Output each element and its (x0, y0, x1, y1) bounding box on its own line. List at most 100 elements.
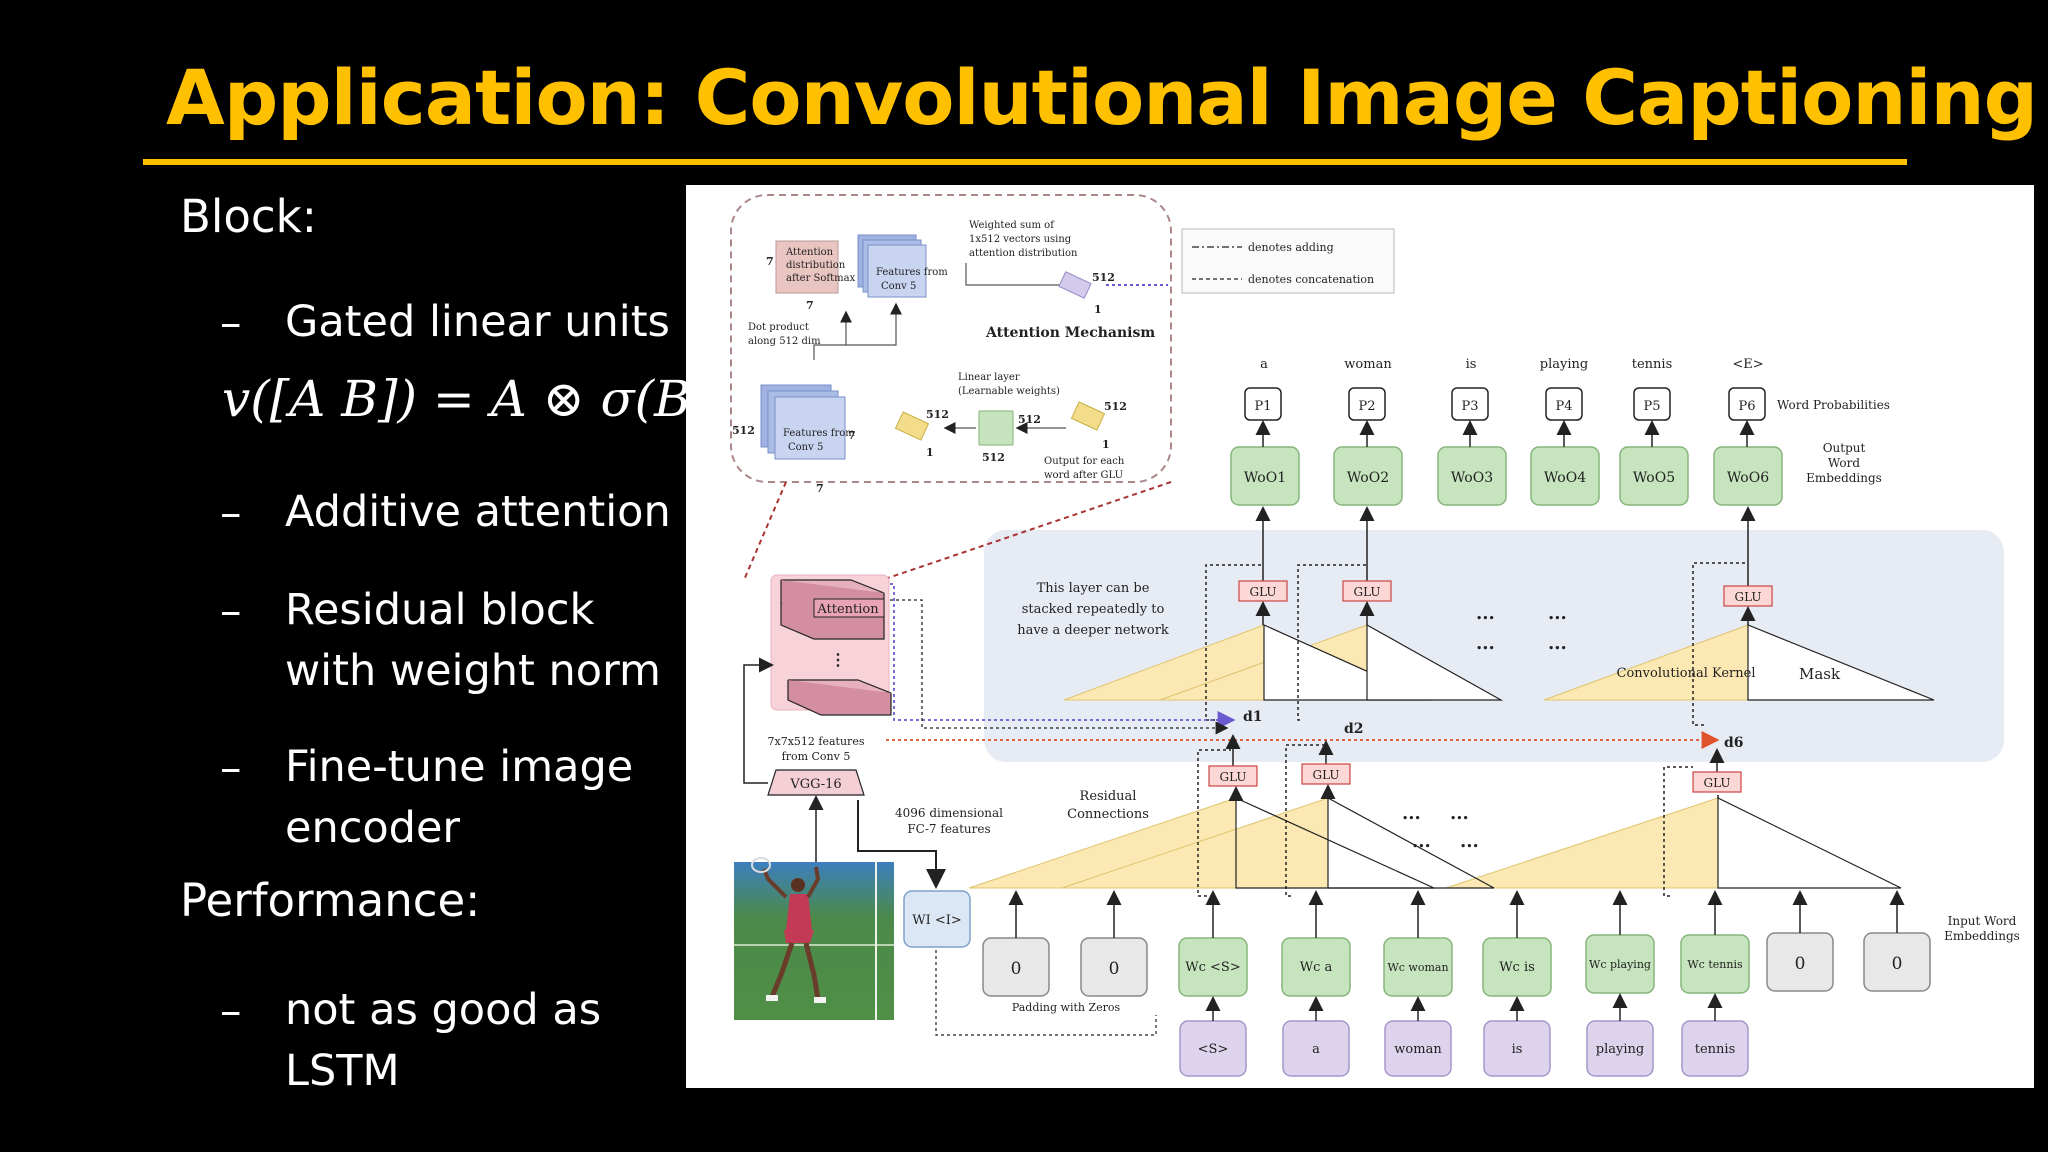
svg-text:VGG-16: VGG-16 (789, 777, 841, 792)
svg-text:Input Word: Input Word (1948, 914, 2017, 928)
svg-text:Output for each: Output for each (1044, 456, 1125, 467)
svg-text:Embeddings: Embeddings (1806, 471, 1882, 485)
slide-title: Application: Convolutional Image Caption… (166, 53, 2038, 142)
vgg16-encoder (767, 769, 865, 796)
svg-text:P6: P6 (1738, 399, 1755, 414)
svg-text:(Learnable weights): (Learnable weights) (958, 386, 1060, 397)
attention-distribution-grid (775, 240, 839, 294)
weighted-sum-vector (1058, 271, 1092, 299)
glu-output-vector (1070, 401, 1106, 431)
svg-text:playing: playing (1596, 1042, 1644, 1057)
output-word: a (1260, 357, 1268, 372)
image-embedding-box (903, 890, 971, 948)
output-word: is (1466, 357, 1477, 372)
svg-text:WoO5: WoO5 (1633, 470, 1675, 486)
bullet-residual-line2: with weight norm (285, 646, 661, 696)
output-words: a woman is playing tennis <E> (1260, 357, 1764, 372)
bullet-attention: Additive attention (285, 487, 671, 537)
svg-text:FC-7 features: FC-7 features (907, 822, 990, 836)
svg-text:P3: P3 (1461, 399, 1478, 414)
svg-text:along 512 dim: along 512 dim (748, 336, 821, 347)
svg-text:...: ... (1548, 603, 1567, 624)
svg-text:WoO1: WoO1 (1244, 470, 1286, 486)
svg-text:WoO6: WoO6 (1727, 470, 1769, 486)
convolutional-kernel-label: Convolutional Kernel (1617, 666, 1756, 681)
svg-text:Wc a: Wc a (1300, 960, 1333, 975)
svg-text:Attention: Attention (785, 247, 834, 258)
output-word: playing (1540, 357, 1588, 372)
svg-text:⋮: ⋮ (830, 650, 846, 669)
svg-text:d1: d1 (1243, 709, 1263, 725)
svg-text:from Conv 5: from Conv 5 (782, 750, 851, 763)
input-image-tennis-player (734, 857, 894, 1020)
svg-text:GLU: GLU (1249, 585, 1276, 599)
dash-bullet: – (220, 488, 242, 538)
svg-text:0: 0 (1795, 954, 1806, 974)
svg-text:WoO4: WoO4 (1544, 470, 1586, 486)
svg-text:Features from: Features from (876, 267, 948, 278)
svg-text:distribution: distribution (786, 260, 846, 271)
projected-vector (894, 411, 930, 441)
svg-text:Wc playing: Wc playing (1589, 958, 1651, 971)
svg-text:Dot product: Dot product (748, 322, 809, 333)
legend-box (1181, 228, 1395, 294)
svg-text:GLU: GLU (1703, 776, 1730, 790)
svg-text:Connections: Connections (1067, 807, 1149, 822)
svg-text:Wc is: Wc is (1499, 960, 1535, 975)
svg-text:Wc tennis: Wc tennis (1687, 958, 1743, 971)
dash-bullet: – (220, 743, 242, 793)
bullet-finetune-line1: Fine-tune image (285, 742, 634, 792)
svg-text:word after GLU: word after GLU (1044, 470, 1123, 481)
svg-text:1x512 vectors using: 1x512 vectors using (969, 234, 1072, 245)
block-heading: Block: (180, 190, 317, 243)
svg-text:7: 7 (816, 482, 824, 495)
input-word-embeddings: Wc <S> Wc a Wc woman Wc is Wc playing Wc… (1178, 934, 1750, 997)
svg-text:denotes adding: denotes adding (1248, 241, 1334, 254)
svg-text:7: 7 (766, 255, 774, 268)
svg-text:Output: Output (1823, 441, 1866, 455)
svg-text:P4: P4 (1555, 399, 1572, 414)
svg-text:...: ... (1450, 803, 1469, 824)
svg-text:512: 512 (732, 424, 755, 437)
svg-text:tennis: tennis (1695, 1042, 1736, 1057)
svg-text:512: 512 (926, 408, 949, 421)
svg-text:512: 512 (982, 451, 1005, 464)
attention-mechanism-box (730, 194, 1172, 483)
svg-text:Padding with Zeros: Padding with Zeros (1012, 1001, 1121, 1014)
dash-bullet: – (220, 586, 242, 636)
svg-text:stacked repeatedly to: stacked repeatedly to (1022, 602, 1165, 617)
svg-text:is: is (1512, 1042, 1523, 1057)
svg-text:a: a (1312, 1042, 1320, 1057)
svg-text:Features from: Features from (783, 428, 855, 439)
svg-text:d2: d2 (1344, 721, 1364, 737)
svg-text:GLU: GLU (1312, 768, 1339, 782)
output-embeddings: WoO1 WoO2 WoO3 WoO4 WoO5 WoO6 (1230, 446, 1783, 506)
svg-text:Residual: Residual (1080, 789, 1137, 804)
linear-layer (978, 410, 1014, 446)
svg-text:after Softmax: after Softmax (786, 273, 856, 284)
bullet-glu: Gated linear units (285, 297, 670, 347)
svg-text:P1: P1 (1254, 399, 1271, 414)
svg-text:GLU: GLU (1353, 585, 1380, 599)
bullet-finetune-line2: encoder (285, 803, 461, 853)
svg-text:GLU: GLU (1734, 590, 1761, 604)
bullet-residual-line1: Residual block (285, 585, 595, 635)
glu-formula: v([A B]) = A ⊗ σ(B) (222, 370, 711, 428)
svg-text:...: ... (1402, 803, 1421, 824)
svg-text:Wc <S>: Wc <S> (1185, 960, 1240, 975)
svg-text:Linear layer: Linear layer (958, 372, 1020, 383)
svg-text:512: 512 (1018, 413, 1041, 426)
captioning-diagram: Attention distribution after Softmax 7 7… (686, 185, 2034, 1088)
svg-text:Weighted sum of: Weighted sum of (969, 220, 1055, 231)
probability-boxes: P1 P2 P3 P4 P5 P6 (1244, 387, 1766, 421)
output-word: <E> (1732, 357, 1763, 372)
svg-text:This layer can be: This layer can be (1037, 581, 1150, 596)
svg-text:7: 7 (848, 429, 856, 442)
upper-conv-kernels (1063, 623, 1935, 701)
svg-text:WI <I>: WI <I> (912, 913, 962, 928)
dash-bullet: – (220, 986, 242, 1036)
svg-text:0: 0 (1109, 959, 1120, 979)
input-words: <S> a woman is playing tennis (1179, 1020, 1749, 1077)
lower-conv-kernels (968, 796, 1902, 889)
svg-text:Conv 5: Conv 5 (788, 442, 823, 453)
